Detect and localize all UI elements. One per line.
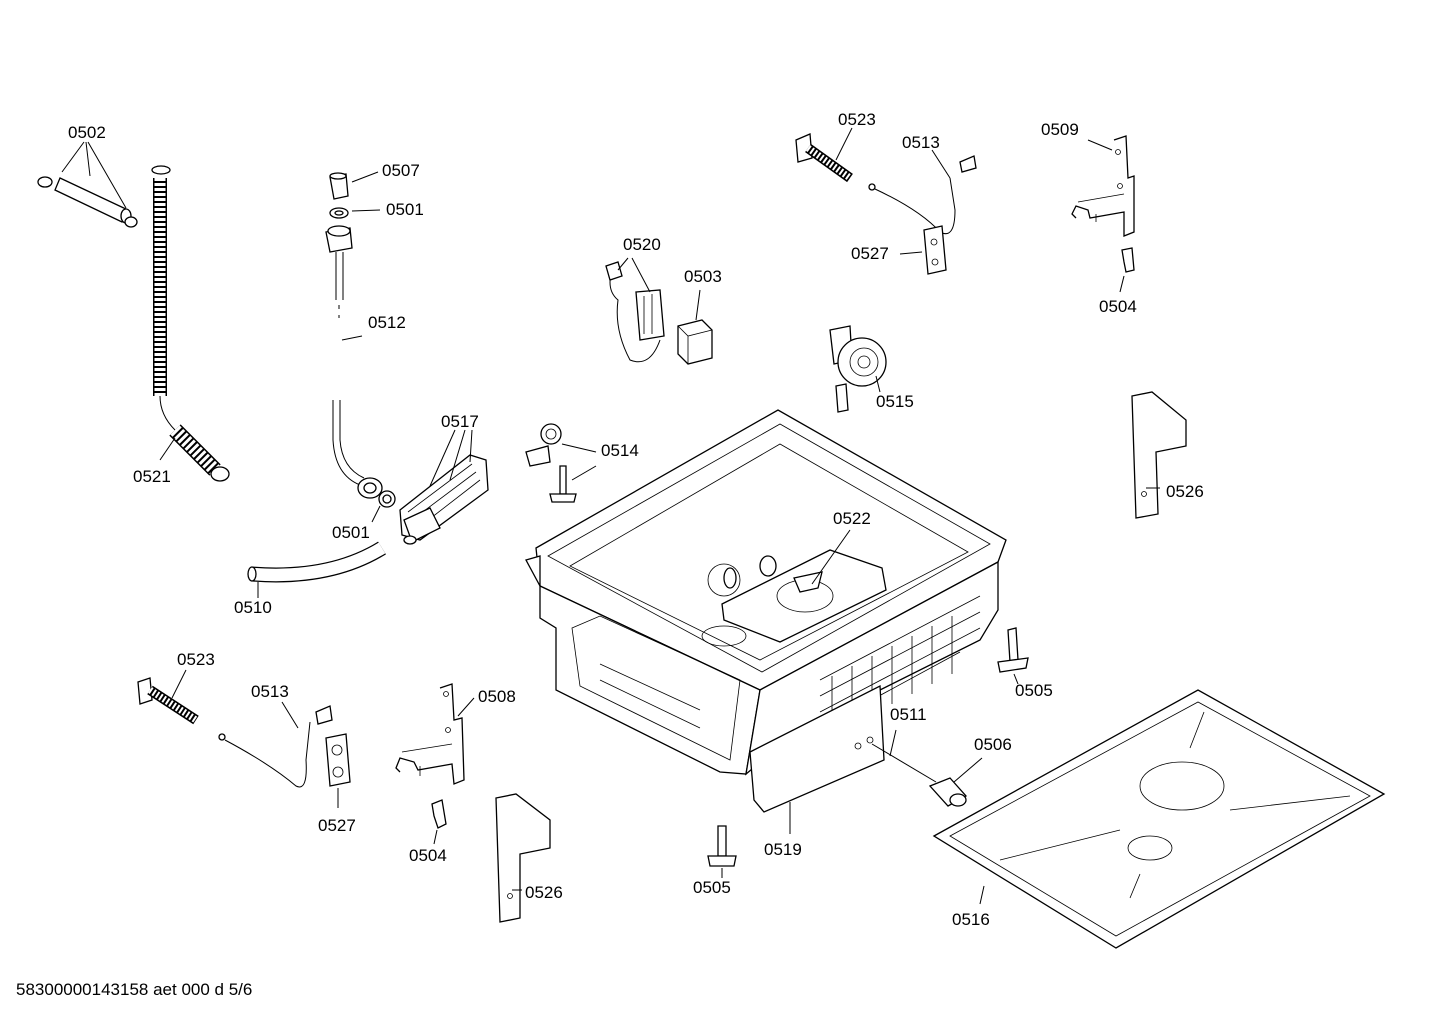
part-0527-bracket-bottom <box>325 733 351 808</box>
part-0508-mount-bracket <box>395 683 475 785</box>
part-0504-clip-bottom <box>431 799 447 845</box>
part-0504-clip-top <box>1119 247 1135 293</box>
label-0526-left: 0526 <box>525 883 563 902</box>
label-0513-bottom: 0513 <box>251 682 289 701</box>
part-0501-seal-top <box>329 207 381 219</box>
label-0517: 0517 <box>441 412 479 431</box>
part-0510-tube <box>247 541 386 598</box>
label-0514: 0514 <box>601 441 639 460</box>
part-0513-cable-top <box>868 149 977 235</box>
label-0504-bottom: 0504 <box>409 846 447 865</box>
drawing-reference-code: 58300000143158 aet 000 d 5/6 <box>16 980 253 999</box>
part-0502-hose-with-clamps <box>37 141 138 228</box>
part-0519-front-panel <box>749 684 885 834</box>
label-0523-top: 0523 <box>838 110 876 129</box>
part-0511-cable <box>871 729 937 783</box>
part-0515-drain-pump <box>829 325 887 413</box>
label-0501-bottom: 0501 <box>332 523 370 542</box>
part-0512-inlet-hose <box>325 225 383 499</box>
part-0520-cable-connector <box>605 257 665 363</box>
label-0522: 0522 <box>833 509 871 528</box>
part-0505-screw-right <box>997 627 1029 685</box>
label-0526-right: 0526 <box>1166 482 1204 501</box>
part-0509-mount-bracket <box>1071 135 1135 237</box>
part-labels: 0502 0507 0501 0512 0517 0521 0501 0510 … <box>68 110 1204 929</box>
part-0505-screw-bottom <box>707 825 737 878</box>
part-0523-spring-top <box>795 127 853 183</box>
label-0506: 0506 <box>974 735 1012 754</box>
label-0505-bottom: 0505 <box>693 878 731 897</box>
part-0522-base-tub <box>525 409 1007 776</box>
label-0508: 0508 <box>478 687 516 706</box>
label-0527-bottom: 0527 <box>318 816 356 835</box>
part-0521-drain-hose <box>151 165 230 482</box>
label-0504-top: 0504 <box>1099 297 1137 316</box>
label-0513-top: 0513 <box>902 133 940 152</box>
label-0505-right: 0505 <box>1015 681 1053 700</box>
part-0526-l-bracket-left <box>495 793 551 923</box>
label-0523-bottom: 0523 <box>177 650 215 669</box>
label-0503: 0503 <box>684 267 722 286</box>
part-0517-valve-assembly <box>399 429 489 545</box>
label-0527-top: 0527 <box>851 244 889 263</box>
part-0527-bracket-top <box>899 225 947 275</box>
label-0519: 0519 <box>764 840 802 859</box>
part-0516-base-plate <box>932 689 1386 949</box>
part-0513-cable-bottom <box>218 701 333 788</box>
label-0515: 0515 <box>876 392 914 411</box>
label-0510: 0510 <box>234 598 272 617</box>
label-0507: 0507 <box>382 161 420 180</box>
part-0523-spring-bottom <box>137 669 199 725</box>
label-0516: 0516 <box>952 910 990 929</box>
label-0521: 0521 <box>133 467 171 486</box>
part-0506-sensor <box>928 757 983 807</box>
label-0502: 0502 <box>68 123 106 142</box>
label-0501-top: 0501 <box>386 200 424 219</box>
part-0507-cap <box>329 171 379 200</box>
label-0512: 0512 <box>368 313 406 332</box>
part-0503-plug <box>677 289 713 365</box>
part-0526-l-bracket-right <box>1131 391 1187 519</box>
part-0514-screw-gear <box>525 423 597 503</box>
label-0520: 0520 <box>623 235 661 254</box>
label-0509: 0509 <box>1041 120 1079 139</box>
label-0511: 0511 <box>890 705 927 724</box>
part-0501-seal-bottom <box>371 490 396 523</box>
